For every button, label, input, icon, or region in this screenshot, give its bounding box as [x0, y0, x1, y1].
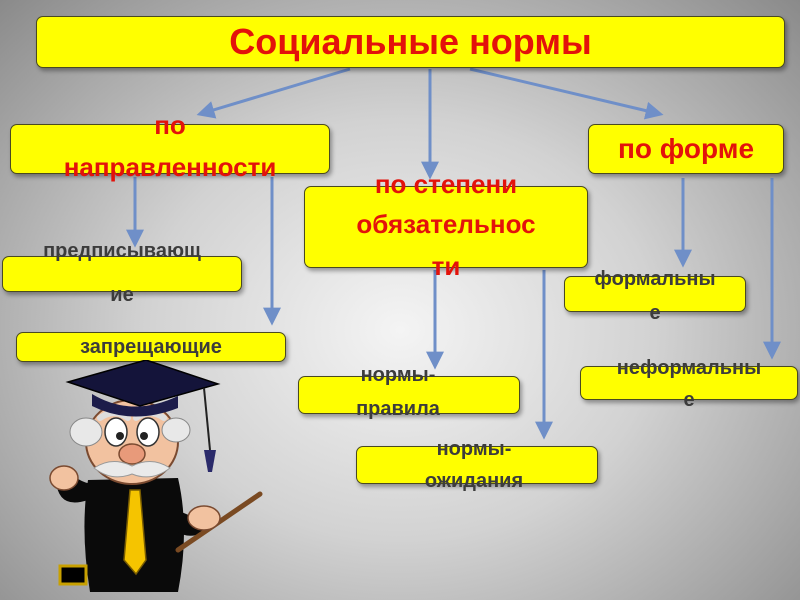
- node-expectations-box: [356, 446, 598, 484]
- arrow-title-to-direction: [196, 67, 351, 119]
- branch-direction-box: [10, 124, 330, 174]
- node-informal-line2: е: [683, 389, 695, 411]
- node-prohibitive-label: запрещающие: [80, 336, 222, 358]
- node-rules-line1: нормы-: [360, 364, 436, 386]
- node-rules-line2: правила: [356, 398, 440, 420]
- branch-obligation-label-line1: по степени: [374, 169, 518, 199]
- branch-obligation-label-line2: обязательнос: [356, 209, 536, 239]
- node-prescriptive-line2: ие: [110, 284, 134, 306]
- node-informal-line1: неформальны: [616, 357, 762, 379]
- professor-mascot-icon: [49, 360, 263, 592]
- node-prohibitive-box: [16, 332, 286, 362]
- node-formal-line2: е: [649, 302, 661, 324]
- title-box: [36, 16, 785, 68]
- node-rules-box: [298, 376, 520, 414]
- branch-direction-label-line2: направленности: [63, 152, 277, 182]
- node-prescriptive-line1: предписывающ: [43, 240, 201, 262]
- branch-obligation-label-line3: ти: [431, 251, 461, 281]
- node-prescriptive-box: [2, 256, 242, 292]
- node-formal-box: [564, 276, 746, 312]
- node-expectations-line2: ожидания: [424, 470, 524, 492]
- node-informal-box: [580, 366, 798, 400]
- diagram-title: Социальные нормы: [229, 21, 592, 62]
- branch-form-box: [588, 124, 784, 174]
- branch-direction-label-line1: по: [154, 110, 186, 140]
- branch-form-label: по форме: [617, 133, 755, 164]
- branch-obligation-box: [304, 186, 588, 268]
- node-expectations-line1: нормы-: [436, 438, 512, 460]
- node-formal-line1: формальны: [594, 268, 716, 290]
- arrow-title-to-form: [469, 67, 664, 120]
